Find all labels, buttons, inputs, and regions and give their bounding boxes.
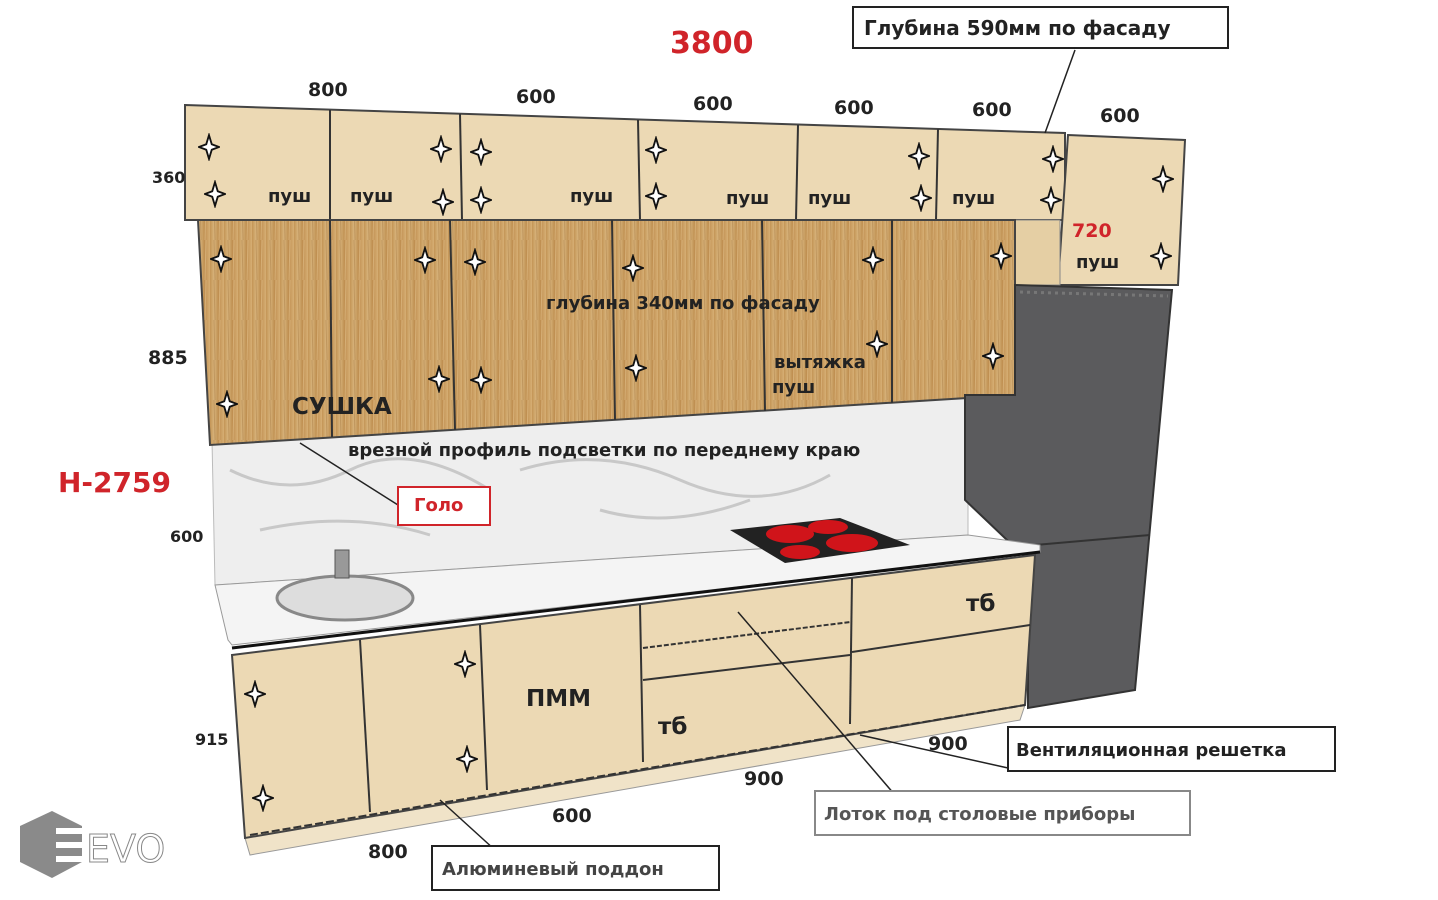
- callout-alum: Алюминевый поддон: [442, 859, 664, 880]
- height-dim: 885: [148, 347, 188, 369]
- svg-text:EVO: EVO: [86, 827, 165, 871]
- dishwasher-label: ПММ: [526, 686, 591, 712]
- total-height: H-2759: [58, 466, 171, 499]
- width-dim: 900: [744, 768, 784, 790]
- width-dim: 800: [368, 841, 408, 863]
- callout-vent: Вентиляционная решетка: [1016, 740, 1287, 761]
- sink: [275, 574, 415, 622]
- push-label: пуш: [952, 188, 995, 209]
- push-label: пуш: [726, 188, 769, 209]
- hood-push-label: пуш: [772, 377, 815, 398]
- upper-top-row: [184, 103, 1066, 221]
- height-dim: 360: [152, 168, 185, 187]
- dryer-label: СУШКА: [292, 394, 392, 420]
- hood-label: вытяжка: [774, 352, 866, 373]
- push-label: пуш: [350, 186, 393, 207]
- callout-tray: Лоток под столовые приборы: [824, 804, 1135, 825]
- width-dim: 600: [552, 805, 592, 827]
- faucet: [334, 549, 350, 579]
- height-dim: 720: [1072, 220, 1112, 242]
- width-dim: 600: [693, 93, 733, 115]
- tb-label: тб: [658, 714, 687, 740]
- tall-top-cabinet: [1056, 133, 1187, 286]
- tb-label: тб: [966, 591, 995, 617]
- depth-340-label: глубина 340мм по фасаду: [546, 293, 820, 314]
- height-dim: 915: [195, 730, 228, 749]
- total-width: 3800: [670, 26, 754, 61]
- callout-golo: Голо: [414, 495, 463, 516]
- width-dim: 600: [516, 86, 556, 108]
- base-cabinets: [230, 553, 1037, 856]
- profile-label: врезной профиль подсветки по переднему к…: [348, 440, 860, 461]
- push-label: пуш: [268, 186, 311, 207]
- callout-depth-590: Глубина 590мм по фасаду: [864, 16, 1171, 40]
- width-dim: 600: [972, 99, 1012, 121]
- width-dim: 900: [928, 733, 968, 755]
- height-dim: 600: [170, 527, 203, 546]
- push-label: пуш: [808, 188, 851, 209]
- push-label: пуш: [1076, 252, 1119, 273]
- width-dim: 800: [308, 79, 348, 101]
- evo-logo: EVO: [20, 811, 166, 878]
- width-dim: 600: [1100, 105, 1140, 127]
- cooktop: [730, 518, 910, 563]
- width-dim: 600: [834, 97, 874, 119]
- push-label: пуш: [570, 186, 613, 207]
